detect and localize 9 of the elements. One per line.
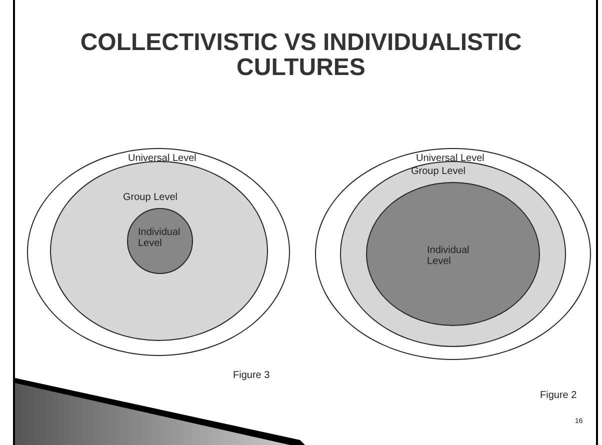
level-label: Individual Level <box>427 245 470 267</box>
slide-title: COLLECTIVISTIC VS INDIVIDUALISTIC CULTURES <box>79 30 523 80</box>
level-label: Individual Level <box>138 227 182 249</box>
level-label: Universal Level <box>416 153 486 164</box>
figure-caption: Figure 2 <box>540 390 577 401</box>
figure-caption: Figure 3 <box>233 370 270 381</box>
level-label: Universal Level <box>128 153 198 164</box>
level-label: Group Level <box>411 166 466 177</box>
level-label: Group Level <box>123 192 178 203</box>
